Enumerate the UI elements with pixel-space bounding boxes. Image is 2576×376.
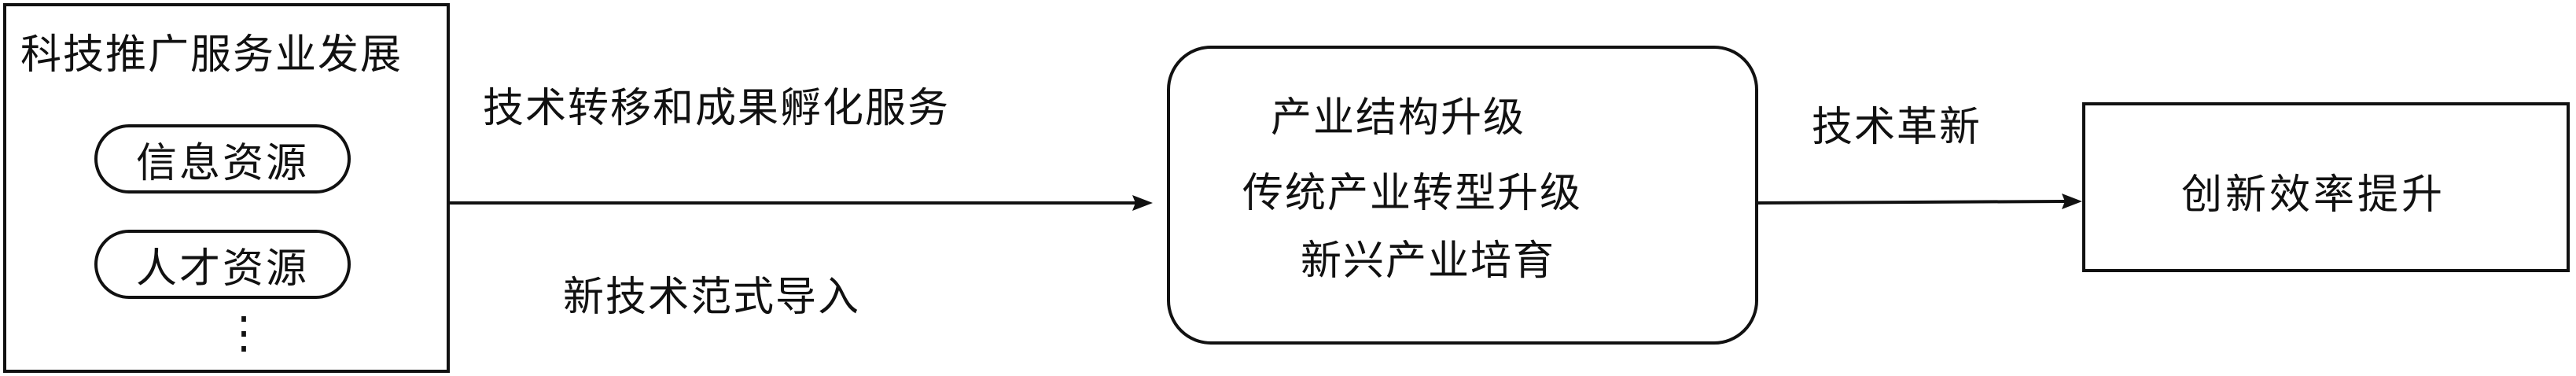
innovation-efficiency-text: 创新效率提升: [2181, 171, 2446, 219]
industry-upgrade-box: [1167, 46, 1758, 345]
tech-innovation-label: 技术革新: [1812, 104, 1982, 151]
arrow-to-industry-upgrade: [450, 195, 1153, 211]
ellipsis-marker: ⋮: [222, 308, 266, 359]
industry-structure-upgrade-text: 产业结构升级: [1271, 94, 1526, 142]
talent-resource-item: 人才资源: [94, 230, 351, 299]
innovation-efficiency-box: [2082, 102, 2570, 272]
new-tech-paradigm-label: 新技术范式导入: [563, 274, 861, 321]
tech-transfer-label: 技术转移和成果孵化服务: [483, 85, 951, 132]
arrow-to-innovation-efficiency: [1757, 194, 2082, 209]
emerging-industry-cultivation-text: 新兴产业培育: [1301, 238, 1556, 285]
info-resource-item: 信息资源: [94, 124, 351, 194]
science-promotion-title: 科技推广服务业发展: [20, 31, 403, 79]
traditional-industry-transform-text: 传统产业转型升级: [1242, 170, 1583, 217]
